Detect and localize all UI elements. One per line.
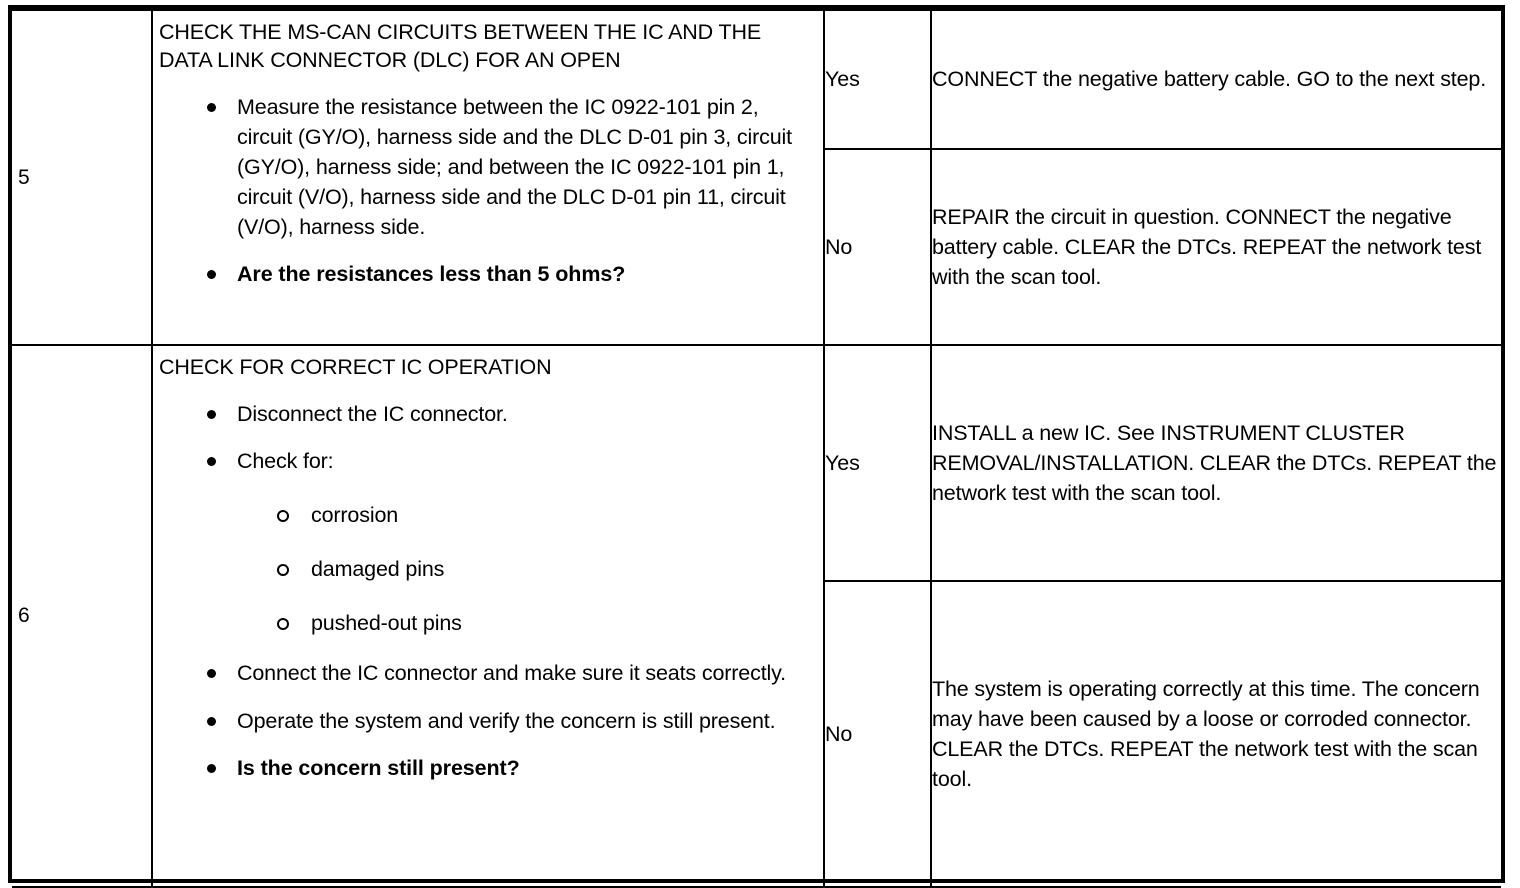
outcome-row-yes-5: Yes CONNECT the negative battery cable. … bbox=[825, 11, 1501, 149]
list-item: Is the concern still present? bbox=[159, 753, 813, 783]
diagnostic-table: 5 CHECK THE MS-CAN CIRCUITS BETWEEN THE … bbox=[8, 5, 1505, 888]
table-row: 5 CHECK THE MS-CAN CIRCUITS BETWEEN THE … bbox=[12, 9, 1501, 346]
outcome-label-no-6: No bbox=[825, 580, 932, 886]
outcome-result-yes-5: CONNECT the negative battery cable. GO t… bbox=[932, 67, 1487, 92]
outcomes-cell-6: Yes INSTALL a new IC. See INSTRUMENT CLU… bbox=[823, 344, 1501, 888]
action-heading-5: CHECK THE MS-CAN CIRCUITS BETWEEN THE IC… bbox=[159, 20, 762, 72]
outcome-label-yes-5: Yes bbox=[825, 11, 932, 149]
outcome-table-6: Yes INSTALL a new IC. See INSTRUMENT CLU… bbox=[825, 346, 1501, 886]
outcome-row-no-6: No The system is operating correctly at … bbox=[825, 580, 1501, 886]
action-cell-5: CHECK THE MS-CAN CIRCUITS BETWEEN THE IC… bbox=[151, 9, 825, 346]
list-item: corrosion bbox=[159, 500, 813, 530]
outcome-table-5: Yes CONNECT the negative battery cable. … bbox=[825, 11, 1501, 344]
step-number-cell-5: 5 bbox=[12, 9, 153, 346]
action-bullet-list-5: Measure the resistance between the IC 09… bbox=[159, 92, 813, 290]
list-item: Measure the resistance between the IC 09… bbox=[159, 92, 813, 242]
outcome-label-yes-6: Yes bbox=[825, 346, 932, 581]
list-item: Connect the IC connector and make sure i… bbox=[159, 658, 813, 688]
outcome-result-yes-6: INSTALL a new IC. See INSTRUMENT CLUSTER… bbox=[932, 420, 1497, 506]
action-heading-6: CHECK FOR CORRECT IC OPERATION bbox=[159, 355, 552, 379]
table-row: 6 CHECK FOR CORRECT IC OPERATION Disconn… bbox=[12, 344, 1501, 888]
action-cell-6: CHECK FOR CORRECT IC OPERATION Disconnec… bbox=[151, 344, 825, 888]
outcome-result-no-5: REPAIR the circuit in question. CONNECT … bbox=[931, 148, 1501, 344]
list-item: pushed-out pins bbox=[159, 608, 813, 638]
outcome-row-no-5: No REPAIR the circuit in question. CONNE… bbox=[825, 148, 1501, 344]
list-item: Are the resistances less than 5 ohms? bbox=[159, 259, 813, 289]
list-item: damaged pins bbox=[159, 554, 813, 584]
outcome-row-yes-6: Yes INSTALL a new IC. See INSTRUMENT CLU… bbox=[825, 346, 1501, 581]
outcome-label-no-5: No bbox=[825, 148, 932, 344]
outcomes-cell-5: Yes CONNECT the negative battery cable. … bbox=[823, 9, 1501, 346]
list-item: Operate the system and verify the concer… bbox=[159, 706, 813, 736]
list-item: Check for: bbox=[159, 446, 813, 476]
outcome-result-no-6: The system is operating correctly at thi… bbox=[931, 580, 1501, 886]
pinpoint-test-table: 5 CHECK THE MS-CAN CIRCUITS BETWEEN THE … bbox=[12, 9, 1501, 888]
action-bullet-list-6: Disconnect the IC connector. Check for: … bbox=[159, 399, 813, 783]
step-number-cell-6: 6 bbox=[12, 344, 153, 888]
list-item: Disconnect the IC connector. bbox=[159, 399, 813, 429]
